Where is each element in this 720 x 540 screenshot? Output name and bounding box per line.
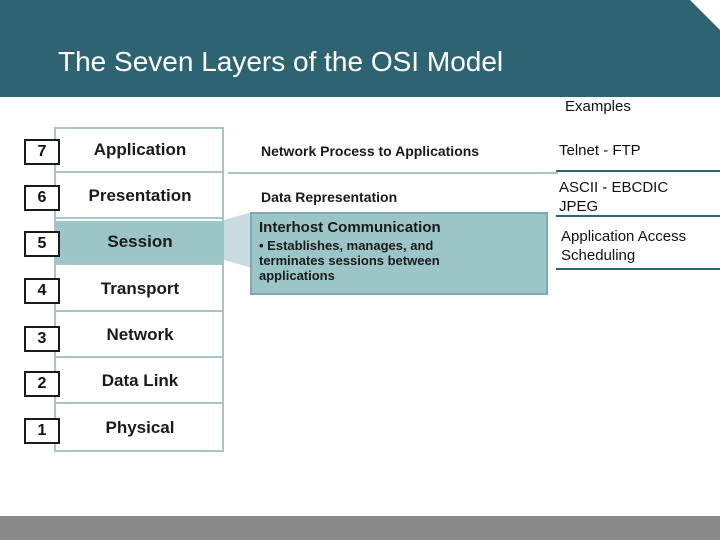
application-description: Network Process to Applications <box>261 143 480 159</box>
example-application: Telnet - FTP <box>559 141 641 160</box>
layer-application: Application <box>56 129 224 173</box>
layer-number-5: 5 <box>24 231 60 257</box>
examples-heading: Examples <box>565 98 631 115</box>
example-line: ASCII - EBCDIC <box>559 179 669 196</box>
example-divider <box>556 268 720 270</box>
example-divider <box>556 170 720 172</box>
example-line: Telnet - FTP <box>559 142 641 159</box>
example-divider <box>556 215 720 217</box>
layer-number-7: 7 <box>24 139 60 165</box>
page-title: The Seven Layers of the OSI Model <box>58 46 504 77</box>
presentation-description: Data Representation <box>261 189 398 205</box>
example-presentation: ASCII - EBCDIC JPEG <box>559 178 668 216</box>
layer-presentation: Presentation <box>56 175 224 219</box>
session-detail-box <box>250 212 548 295</box>
session-detail-title: Interhost Communication <box>259 219 441 236</box>
layer-number-6: 6 <box>24 185 60 211</box>
session-detail-body: • Establishes, manages, and terminates s… <box>259 238 440 283</box>
layer-physical: Physical <box>105 418 175 437</box>
example-line: Scheduling <box>561 247 636 264</box>
layer-number-4: 4 <box>24 278 60 304</box>
example-session: Application Access Scheduling <box>561 227 686 265</box>
header-bar <box>0 0 720 97</box>
footer-bar <box>0 516 720 540</box>
example-line: JPEG <box>559 198 599 215</box>
layer-number-1: 1 <box>24 418 60 444</box>
layer-data-link: Data Link <box>56 360 224 404</box>
example-line: Application Access <box>561 228 687 245</box>
layer-network: Network <box>56 314 224 358</box>
layer-number-3: 3 <box>24 326 60 352</box>
layer-number-2: 2 <box>24 371 60 397</box>
layer-session: Session <box>56 221 224 265</box>
header-corner-notch <box>690 0 720 30</box>
session-connector <box>224 212 252 268</box>
application-divider <box>228 172 558 174</box>
layer-transport: Transport <box>56 268 224 312</box>
